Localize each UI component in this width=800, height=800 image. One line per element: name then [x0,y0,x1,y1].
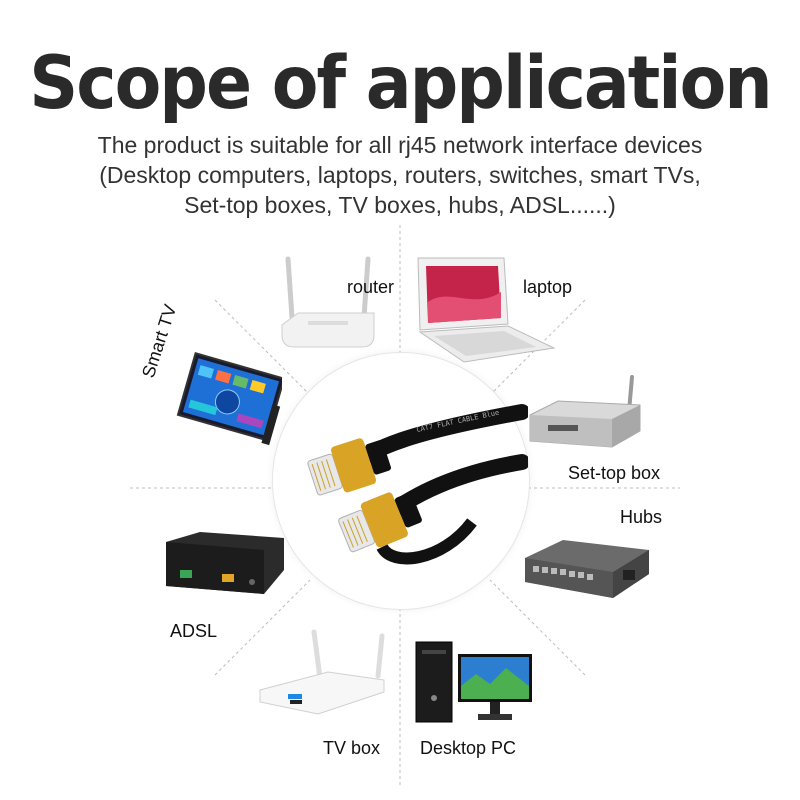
adsl-modem-icon [166,532,284,594]
router-icon [281,256,375,348]
subtitle-line-2: (Desktop computers, laptops, routers, sw… [99,162,701,188]
set-top-box-label: Set-top box [568,463,661,483]
subtitle-line-1: The product is suitable for all rj45 net… [97,132,703,158]
hub-icon [525,540,649,598]
smart-tv-icon [176,352,282,446]
tv-box-label: TV box [323,738,381,758]
router-label: router [347,277,395,297]
page-title: Scope of application [29,40,772,127]
laptop-icon [417,257,556,363]
adsl-label: ADSL [170,621,218,641]
subtitle-line-3: Set-top boxes, TV boxes, hubs, ADSL.....… [184,192,616,218]
set-top-box-icon [529,375,641,448]
tv-box-icon [259,629,385,715]
desktop-pc-icon [415,641,532,723]
desktop-pc-label: Desktop PC [420,738,517,758]
ethernet-cable-icon: CAT7 FLAT CABLE Blue [307,404,528,565]
laptop-label: laptop [523,277,573,297]
hubs-label: Hubs [620,507,663,527]
